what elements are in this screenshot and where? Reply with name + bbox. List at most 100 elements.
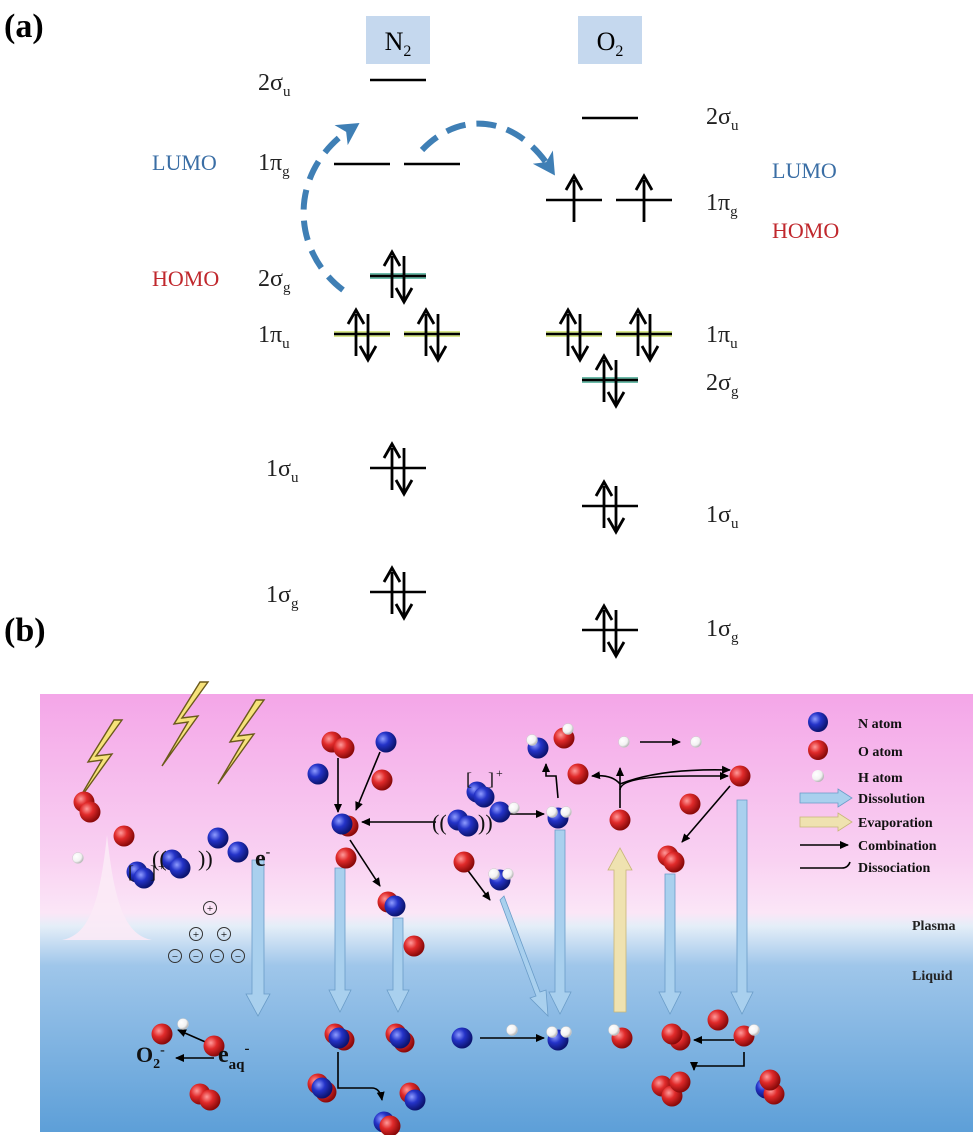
svg-text:O2: O2	[597, 27, 624, 60]
n-atom-31	[389, 1027, 411, 1049]
dissociation-arrow-1	[337, 1052, 385, 1101]
h-atom-62	[618, 736, 630, 748]
dissolution-arrow-col4a	[658, 873, 682, 1015]
svg-text:]: ]	[150, 862, 156, 882]
o-atom-81	[759, 1069, 781, 1091]
n2-level-label-1su: 1σu	[266, 456, 299, 486]
dissociation-arrow-4	[619, 772, 729, 791]
svg-text:−: −	[235, 951, 241, 963]
n2-header-base: N	[385, 27, 404, 56]
legend-o-atom-label: O atom	[858, 745, 903, 760]
evaporation-arrow	[607, 847, 633, 1013]
o-atom-12	[203, 1035, 225, 1057]
h-atom-66	[608, 1024, 620, 1036]
legend-dissolution-swatch	[799, 788, 853, 808]
plasma-jet-plume	[62, 835, 152, 940]
legend-evaporation-label: Evaporation	[858, 816, 933, 831]
legend-evaporation-swatch	[799, 812, 853, 832]
svg-text:−: −	[193, 951, 199, 963]
o-atom-14	[199, 1089, 221, 1111]
svg-text:+: +	[221, 929, 227, 941]
transport-arrows	[245, 799, 754, 1018]
legend-h-atom-label: H atom	[858, 771, 903, 786]
o-atom-67	[729, 765, 751, 787]
h-atom-44	[508, 802, 520, 814]
n2-level-label-1sg: 1σg	[266, 582, 299, 612]
molecule-group	[72, 723, 785, 1135]
n2-1sg-electrons-up-head	[382, 565, 402, 583]
panel-a-label: (a)	[4, 8, 44, 45]
o-atom-70	[663, 851, 685, 873]
h-atom-60	[546, 806, 558, 818]
o-atom-22	[335, 847, 357, 869]
h-atom-52	[546, 1026, 558, 1038]
n2-level-label-1pu: 1πu	[258, 322, 290, 352]
o2-level-label-1su: 1σu	[706, 502, 739, 532]
n2-1sg-electrons-down-head	[394, 603, 414, 621]
legend-o-atom-swatch	[808, 740, 828, 760]
dissociation-arrow-2	[690, 1052, 745, 1071]
o2-level-label-2su: 2σu	[706, 104, 739, 134]
o2-level-label-1pg: 1πg	[706, 190, 738, 220]
n-atom-21	[331, 813, 353, 835]
o2-1sg-electrons-down-head	[606, 641, 626, 659]
plasma-liquid-scheme: + + + − − − − (()) (()) [ ] + [ ] + e- e…	[40, 681, 973, 1135]
n2-level-label-2sg: 2σg	[258, 266, 291, 296]
o2-homo-label: HOMO	[772, 218, 839, 243]
o2-1su-electrons-up-head	[594, 479, 614, 497]
o-atom-68	[679, 793, 701, 815]
svg-text:−: −	[172, 951, 178, 963]
svg-text:+: +	[207, 903, 213, 915]
o2-header: O2	[578, 16, 642, 64]
n2-1pu-electrons-b-down-head	[428, 345, 448, 363]
o-atom-72	[661, 1023, 683, 1045]
panel-b-label: (b)	[4, 612, 46, 649]
o2-2sg-electrons-up-head	[594, 353, 614, 371]
svg-text:−: −	[214, 951, 220, 963]
o-atom-25	[403, 935, 425, 957]
n2-lumo-label: LUMO	[152, 150, 217, 175]
o-atom-1	[79, 801, 101, 823]
combination-arrow-2	[355, 751, 381, 811]
legend-n-atom-swatch	[808, 712, 828, 732]
combination-arrow-13	[619, 765, 731, 785]
svg-text:)): ))	[478, 810, 493, 835]
n2-1su-electrons-up-head	[382, 441, 402, 459]
o2-1su-electrons-down-head	[606, 517, 626, 535]
o2-1pu-electrons-b-down-head	[640, 345, 660, 363]
n-atom-4	[207, 827, 229, 849]
dissociation-arrow-6	[542, 763, 559, 799]
plasma-region-label: Plasma	[912, 919, 956, 934]
ion-bracket-left: [	[128, 862, 134, 882]
h-atom-50	[506, 1024, 518, 1036]
o2-1pg-electron-a-head	[564, 173, 584, 191]
dissolution-arrow-col4b	[730, 799, 754, 1015]
dissolution-arrow-electron	[245, 859, 271, 1017]
h-atom-48	[502, 868, 514, 880]
lightning-bolt-0	[75, 719, 124, 805]
n-atom-43	[489, 801, 511, 823]
svg-text:)): ))	[198, 846, 213, 871]
legend-n-atom-label: N atom	[858, 717, 902, 732]
reaction-arrows	[175, 738, 745, 1101]
o-atom-19	[371, 769, 393, 791]
o2-level-label-1sg: 1σg	[706, 616, 739, 646]
n2-homo-label: HOMO	[152, 266, 219, 291]
ion-charge-left: +	[158, 859, 165, 873]
svg-text:((: ((	[152, 846, 167, 871]
combination-arrow-8	[681, 785, 731, 843]
h-atom-53	[560, 1026, 572, 1038]
n-atom-9	[133, 867, 155, 889]
o-atom-58	[567, 763, 589, 785]
svg-text:N2: N2	[385, 27, 412, 60]
dissolution-arrow-col2a	[328, 867, 352, 1013]
h-atom-74	[748, 1024, 760, 1036]
h-atom-61	[560, 806, 572, 818]
dissolution-arrow-col2b	[386, 917, 410, 1013]
legend-h-atom-swatch	[812, 770, 824, 782]
o2-1sg-electrons-up-head	[594, 603, 614, 621]
legend-dissolution-label: Dissolution	[858, 792, 925, 807]
n-atom-40	[457, 815, 479, 837]
o-atom-78	[669, 1071, 691, 1093]
